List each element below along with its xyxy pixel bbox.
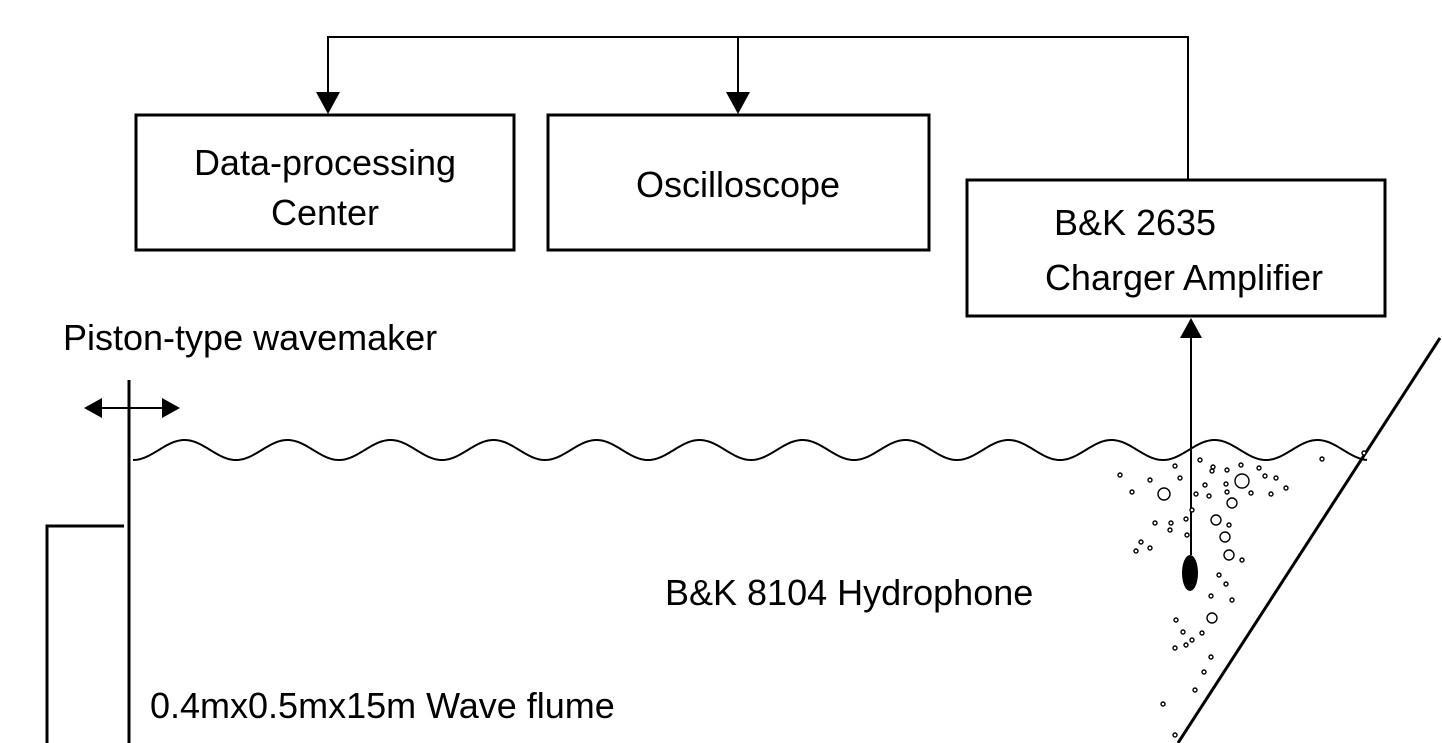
bubble bbox=[1206, 612, 1218, 624]
bubble bbox=[1239, 557, 1245, 563]
bubble bbox=[1183, 516, 1189, 522]
arrow-to-oscilloscope bbox=[726, 92, 750, 114]
bubble bbox=[1208, 654, 1214, 660]
bubble bbox=[1361, 450, 1367, 456]
data-processing-center-box: Data-processing Center bbox=[134, 113, 516, 252]
wavemaker bbox=[45, 380, 180, 743]
bubble bbox=[1189, 507, 1195, 513]
bubble bbox=[1173, 617, 1179, 623]
bubble bbox=[1248, 490, 1254, 496]
bubble bbox=[1283, 485, 1289, 491]
arrow-to-data-processing bbox=[316, 92, 340, 114]
hydrophone-label: B&K 8104 Hydrophone bbox=[665, 572, 1033, 613]
air-bubbles bbox=[1117, 450, 1367, 738]
right-arrow-icon bbox=[162, 398, 180, 418]
bubble bbox=[1192, 687, 1198, 693]
bubble bbox=[1210, 514, 1222, 526]
bubble bbox=[1133, 548, 1139, 554]
bubble bbox=[1138, 539, 1144, 545]
bubble bbox=[1319, 456, 1325, 462]
water-surface-wave bbox=[132, 438, 1368, 462]
oscilloscope-label: Oscilloscope bbox=[636, 164, 840, 205]
bubble bbox=[1129, 489, 1135, 495]
bubble bbox=[1224, 467, 1230, 473]
data-processing-label-line1: Data-processing bbox=[194, 142, 456, 183]
bubble bbox=[1223, 481, 1229, 487]
bubble bbox=[1219, 531, 1231, 543]
bubble bbox=[1197, 457, 1203, 463]
bubble bbox=[1273, 475, 1279, 481]
bubble bbox=[1223, 581, 1229, 587]
bubble bbox=[1256, 465, 1262, 471]
charger-amplifier-label-line2: Charger Amplifier bbox=[1045, 257, 1323, 298]
charger-amplifier-box: B&K 2635 Charger Amplifier bbox=[965, 178, 1387, 318]
bubble bbox=[1209, 468, 1215, 474]
bubble bbox=[1238, 462, 1244, 468]
bubble bbox=[1183, 642, 1189, 648]
charger-amplifier-label-line1: B&K 2635 bbox=[1054, 202, 1216, 243]
oscilloscope-box: Oscilloscope bbox=[546, 113, 931, 252]
bubble bbox=[1152, 520, 1158, 526]
bubble bbox=[1268, 491, 1274, 497]
bubble bbox=[1206, 493, 1212, 499]
bubble bbox=[1234, 473, 1250, 489]
bubble bbox=[1184, 532, 1190, 538]
hydrophone-icon bbox=[1182, 555, 1198, 591]
bubble bbox=[1172, 732, 1178, 738]
bubble bbox=[1208, 593, 1214, 599]
bubble bbox=[1157, 487, 1171, 501]
bubble bbox=[1202, 482, 1208, 488]
flume-label: 0.4mx0.5mx15m Wave flume bbox=[150, 685, 615, 726]
bubble bbox=[1168, 520, 1174, 526]
bubble bbox=[1201, 669, 1207, 675]
bubble bbox=[1216, 572, 1222, 578]
bubble bbox=[1177, 475, 1183, 481]
data-processing-label-line2: Center bbox=[271, 192, 379, 233]
beach-slope bbox=[1176, 337, 1442, 743]
bubble bbox=[1172, 645, 1178, 651]
bubble bbox=[1229, 597, 1235, 603]
bubble bbox=[1147, 545, 1153, 551]
bubble bbox=[1117, 472, 1123, 478]
wavemaker-label: Piston-type wavemaker bbox=[63, 317, 437, 358]
bubble bbox=[1223, 549, 1235, 561]
arrow-to-amplifier bbox=[1180, 318, 1202, 338]
bubble bbox=[1180, 629, 1186, 635]
bubble bbox=[1147, 477, 1153, 483]
bubble bbox=[1262, 473, 1268, 479]
bubble bbox=[1199, 630, 1205, 636]
signal-bus bbox=[316, 36, 1189, 180]
bubble bbox=[1167, 527, 1173, 533]
left-arrow-icon bbox=[84, 398, 102, 418]
bubble bbox=[1160, 701, 1166, 707]
bubble bbox=[1226, 497, 1238, 509]
bubble bbox=[1193, 491, 1199, 497]
bubble bbox=[1224, 489, 1230, 495]
bubble bbox=[1172, 463, 1178, 469]
bubble bbox=[1226, 522, 1232, 528]
bubble bbox=[1189, 637, 1195, 643]
